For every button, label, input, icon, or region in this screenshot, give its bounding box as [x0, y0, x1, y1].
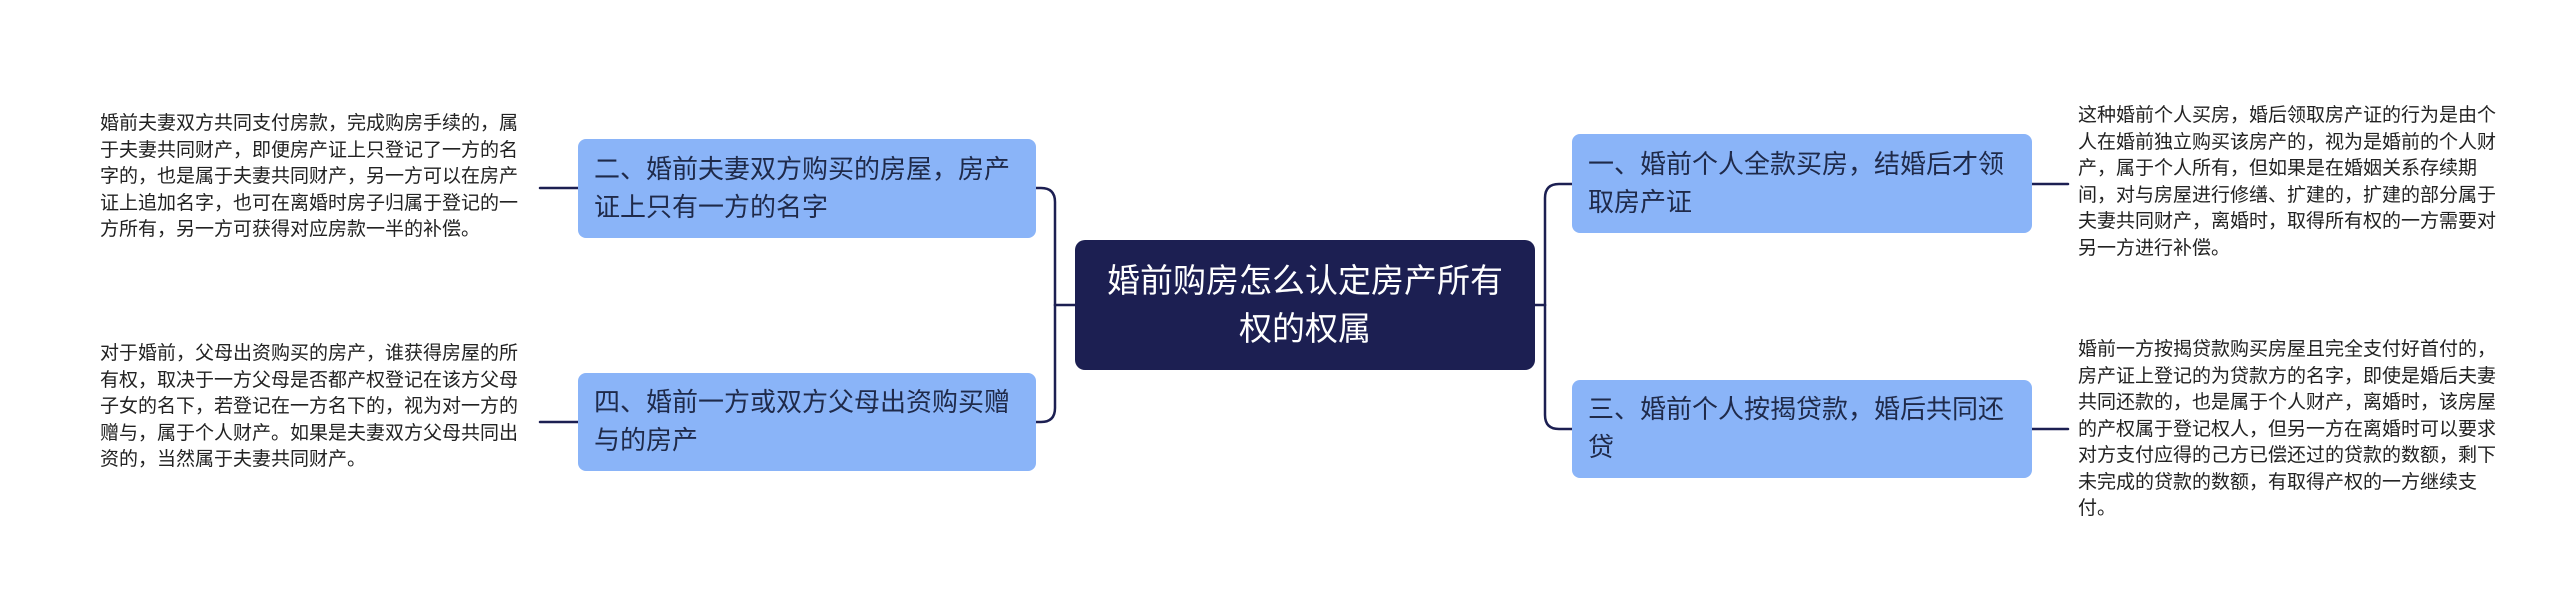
connector-right-trunk-top [1543, 182, 1574, 307]
leaf-text-2: 婚前夫妻双方共同支付房款，完成购房手续的，属于夫妻共同财产，即便房产证上只登记了… [100, 112, 519, 240]
root-topic-label: 婚前购房怎么认定房产所有权的权属 [1107, 261, 1503, 348]
branch-label-4: 四、婚前一方或双方父母出资购买赠与的房产 [594, 388, 1011, 456]
branch-label-1: 一、婚前个人全款买房，结婚后才领取房产证 [1588, 149, 2005, 218]
connector-right-trunk-bottom [1543, 303, 1574, 431]
root-topic[interactable]: 婚前购房怎么认定房产所有权的权属 [1075, 240, 1535, 370]
leaf-text-3: 婚前一方按揭贷款购买房屋且完全支付好首付的，房产证上登记的为贷款方的名字，即使是… [2078, 338, 2497, 519]
branch-node-3[interactable]: 三、婚前个人按揭贷款，婚后共同还贷 [1572, 380, 2032, 478]
leaf-text-1: 这种婚前个人买房，婚后领取房产证的行为是由个人在婚前独立购买该房产的，视为是婚前… [2078, 104, 2497, 259]
connector-left-trunk-top [1034, 186, 1057, 307]
branch-node-4[interactable]: 四、婚前一方或双方父母出资购买赠与的房产 [578, 373, 1036, 471]
connector-left-trunk-bottom [1034, 303, 1057, 424]
branch-label-2: 二、婚前夫妻双方购买的房屋，房产证上只有一方的名字 [594, 154, 1011, 223]
branch-node-2[interactable]: 二、婚前夫妻双方购买的房屋，房产证上只有一方的名字 [578, 139, 1036, 238]
branch-node-1[interactable]: 一、婚前个人全款买房，结婚后才领取房产证 [1572, 134, 2032, 233]
leaf-text-4: 对于婚前，父母出资购买的房产，谁获得房屋的所有权，取决于一方父母是否都产权登记在… [100, 342, 519, 470]
branch-label-3: 三、婚前个人按揭贷款，婚后共同还贷 [1588, 395, 2005, 463]
